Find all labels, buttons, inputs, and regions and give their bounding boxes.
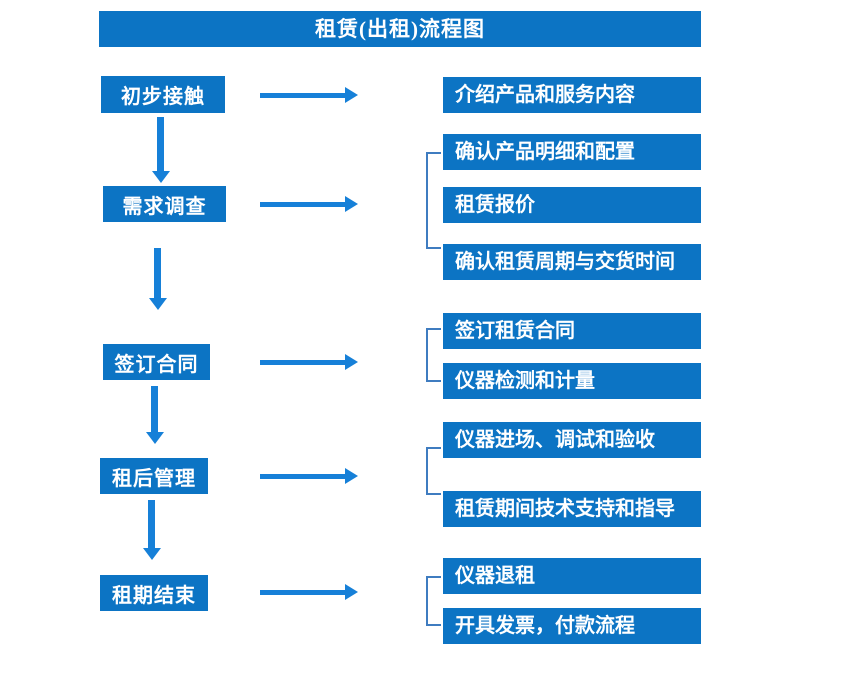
group-bracket: [426, 447, 441, 495]
down-arrow-icon: [152, 117, 170, 183]
flowchart-title: 租赁(出租)流程图: [99, 11, 701, 47]
right-arrow-icon: [260, 584, 358, 600]
arrow-shaft: [148, 500, 155, 549]
stage-box-demand-survey: 需求调查: [103, 186, 226, 222]
arrow-head: [345, 87, 358, 103]
stage-box-post-rental-management: 租后管理: [100, 458, 208, 494]
detail-box-instrument-return: 仪器退租: [443, 558, 701, 594]
detail-box-rental-tech-support-guidance: 租赁期间技术支持和指导: [443, 491, 701, 527]
right-arrow-icon: [260, 196, 358, 212]
right-arrow-icon: [260, 354, 358, 370]
arrow-head: [152, 171, 170, 183]
detail-box-confirm-product-details-config: 确认产品明细和配置: [443, 134, 701, 170]
arrow-head: [345, 354, 358, 370]
group-bracket: [426, 328, 441, 382]
arrow-shaft: [260, 590, 347, 595]
detail-box-introduce-product-services: 介绍产品和服务内容: [443, 77, 701, 113]
group-bracket: [426, 576, 441, 626]
arrow-head: [149, 298, 167, 310]
arrow-head: [143, 548, 161, 560]
arrow-shaft: [154, 248, 161, 299]
arrow-head: [345, 584, 358, 600]
arrow-shaft: [157, 117, 164, 172]
detail-box-rental-quotation: 租赁报价: [443, 187, 701, 223]
arrow-shaft: [151, 386, 158, 433]
arrow-shaft: [260, 474, 347, 479]
arrow-shaft: [260, 360, 347, 365]
right-arrow-icon: [260, 468, 358, 484]
stage-box-initial-contact: 初步接触: [101, 76, 225, 113]
arrow-head: [146, 432, 164, 444]
arrow-shaft: [260, 202, 347, 207]
detail-box-instrument-arrival-commissioning-acceptance: 仪器进场、调试和验收: [443, 422, 701, 458]
group-bracket: [426, 152, 441, 249]
stage-box-rental-period-end: 租期结束: [100, 575, 208, 611]
detail-box-instrument-testing-measurement: 仪器检测和计量: [443, 363, 701, 399]
down-arrow-icon: [146, 386, 164, 444]
stage-box-contract-signing: 签订合同: [103, 344, 210, 380]
detail-box-confirm-rental-period-delivery: 确认租赁周期与交货时间: [443, 244, 701, 280]
arrow-head: [345, 468, 358, 484]
down-arrow-icon: [149, 248, 167, 310]
arrow-shaft: [260, 93, 347, 98]
arrow-head: [345, 196, 358, 212]
down-arrow-icon: [143, 500, 161, 560]
detail-box-sign-rental-contract: 签订租赁合同: [443, 313, 701, 349]
right-arrow-icon: [260, 87, 358, 103]
detail-box-invoice-payment-process: 开具发票，付款流程: [443, 608, 701, 644]
